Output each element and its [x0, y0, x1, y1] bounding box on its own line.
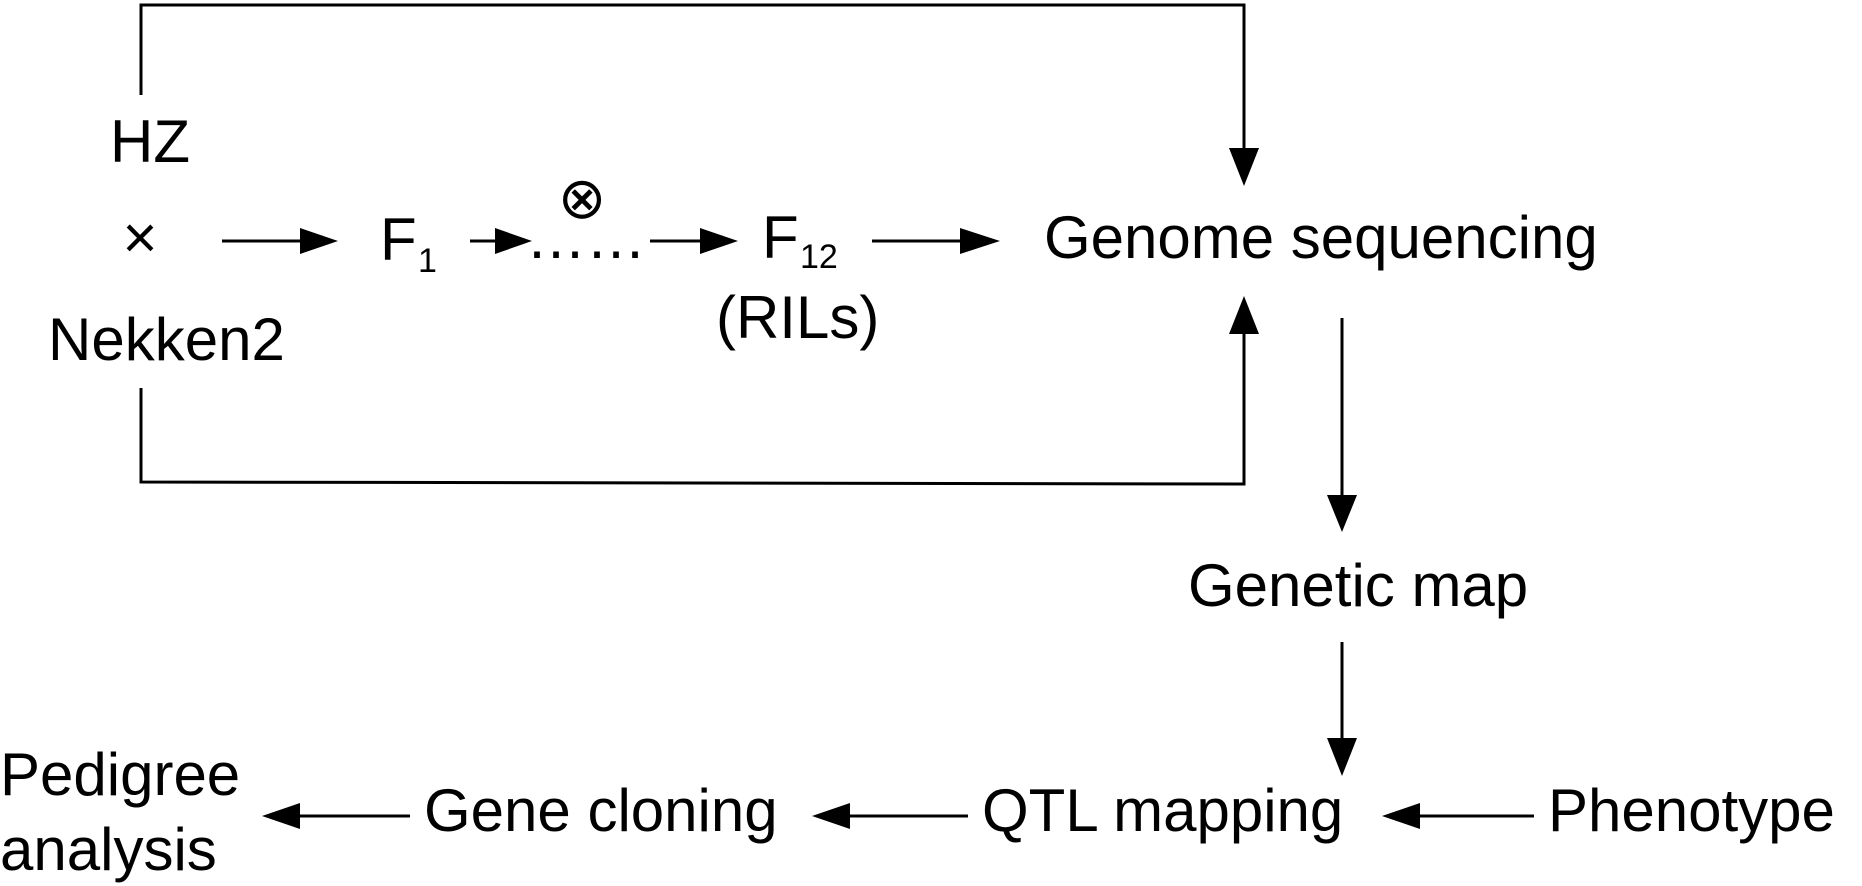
cloning-to-pedigree-arrowhead — [262, 803, 300, 829]
genome-sequencing-label: Genome sequencing — [1044, 204, 1598, 271]
hz-bracket-line — [139, 3, 1246, 160]
pedigree-label-line2: analysis — [0, 816, 217, 883]
cross-to-f1-arrowhead — [300, 228, 338, 254]
selfing-symbol: ⊗ — [558, 166, 607, 231]
f12-subscript: 12 — [800, 238, 838, 276]
hz-bracket-arrowhead — [1229, 148, 1259, 186]
parent-nekken2-label: Nekken2 — [48, 306, 285, 373]
phenotype-label: Phenotype — [1548, 777, 1835, 844]
dots-to-f12-arrowhead — [700, 228, 738, 254]
nekken2-bracket-line — [139, 322, 1246, 486]
genetic-map-label: Genetic map — [1188, 552, 1528, 619]
genome-to-map-arrowhead — [1327, 495, 1357, 532]
phenotype-to-qtl-arrowhead — [1382, 803, 1420, 829]
qtl-to-cloning-arrowhead — [812, 803, 850, 829]
f1-to-dots-arrowhead — [495, 228, 532, 254]
f1-label: F — [380, 206, 417, 273]
map-to-qtl-arrowhead — [1327, 738, 1357, 776]
dots-label: …… — [526, 204, 646, 271]
f12-label: F — [762, 204, 799, 271]
cross-symbol: × — [122, 204, 157, 271]
f12-to-genome-arrowhead — [960, 228, 1000, 254]
gene-cloning-label: Gene cloning — [424, 777, 778, 844]
rils-label: (RILs) — [716, 284, 879, 351]
qtl-mapping-label: QTL mapping — [982, 777, 1343, 844]
pedigree-label-line1: Pedigree — [0, 741, 240, 808]
nekken2-bracket-arrowhead — [1229, 296, 1259, 334]
f1-subscript: 1 — [418, 242, 437, 280]
parent-hz-label: HZ — [110, 108, 190, 175]
